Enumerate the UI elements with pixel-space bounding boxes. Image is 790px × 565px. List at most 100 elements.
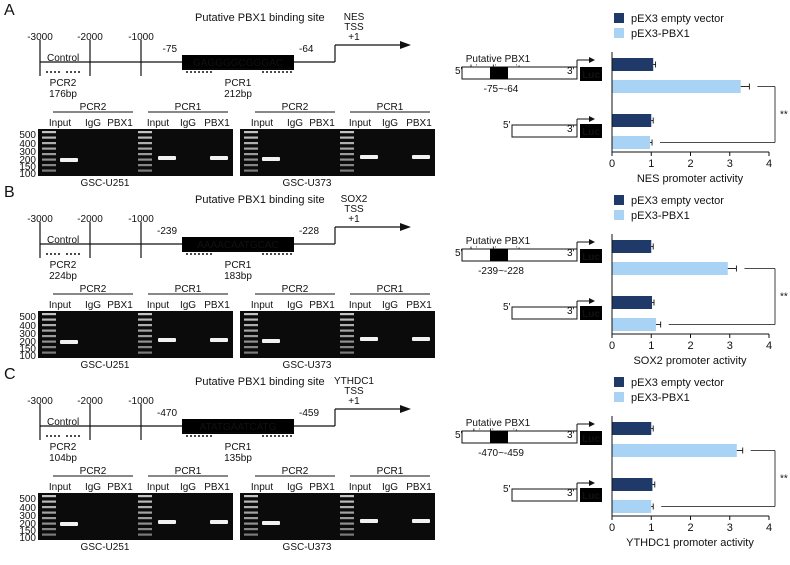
gel-lane-label: Input bbox=[147, 118, 169, 129]
ladder-band bbox=[42, 136, 56, 139]
ladder-size-label: 500 bbox=[19, 130, 36, 141]
gel-lane-label: Input bbox=[147, 300, 169, 311]
x-tick-label: 3 bbox=[727, 522, 733, 534]
x-tick-label: 2 bbox=[687, 522, 693, 534]
ladder-size-label: 400 bbox=[19, 503, 36, 514]
ladder-size-label: 200 bbox=[19, 155, 36, 166]
ladder-band bbox=[244, 511, 258, 514]
gel-lane-label: IgG bbox=[382, 300, 398, 311]
ladder-band bbox=[42, 511, 56, 514]
ladder-band bbox=[42, 313, 56, 316]
x-tick-label: 3 bbox=[727, 340, 733, 352]
five-prime-label: 5' bbox=[455, 66, 463, 77]
ladder-band bbox=[42, 346, 56, 349]
gel-lane-label: PBX1 bbox=[406, 118, 432, 129]
ladder-band bbox=[340, 511, 354, 514]
pbx1-band bbox=[210, 156, 228, 160]
site-start-label: -470 bbox=[157, 408, 177, 419]
gel-lane-label: IgG bbox=[287, 300, 303, 311]
gel-lane-label: PBX1 bbox=[204, 118, 230, 129]
ladder-band bbox=[340, 324, 354, 327]
luc-label: Luc bbox=[582, 491, 600, 502]
pcr2-name: PCR2 bbox=[50, 78, 77, 89]
legend-swatch bbox=[614, 377, 624, 387]
gel-lane-label: Input bbox=[49, 118, 71, 129]
ladder-band bbox=[42, 329, 56, 332]
ladder-band bbox=[340, 329, 354, 332]
ladder-band bbox=[138, 506, 152, 509]
construct-range-label: -470~-459 bbox=[478, 448, 524, 459]
gel-pcr-header: PCR1 bbox=[175, 102, 202, 113]
ladder-size-label: 100 bbox=[19, 351, 36, 362]
ladder-size-label: 200 bbox=[19, 337, 36, 348]
construct-box-with-site bbox=[461, 430, 578, 444]
construct-range-label: -75~-64 bbox=[484, 84, 519, 95]
gene-name: YTHDC1 bbox=[334, 376, 374, 387]
control-label: Control bbox=[47, 417, 79, 428]
binding-site-title: Putative PBX1 binding site bbox=[195, 194, 325, 206]
gel-lane-label: PBX1 bbox=[309, 482, 335, 493]
gel-lane-label: PBX1 bbox=[309, 118, 335, 129]
luc-label: Luc bbox=[582, 70, 600, 81]
x-tick-label: 1 bbox=[648, 158, 654, 170]
x-axis-label: YTHDC1 promoter activity bbox=[626, 537, 754, 549]
gel-lane-label: IgG bbox=[287, 118, 303, 129]
ladder-band bbox=[138, 318, 152, 321]
legend-label: pEX3-PBX1 bbox=[631, 28, 690, 40]
ladder-band bbox=[244, 522, 258, 525]
gel-lane-label: Input bbox=[49, 300, 71, 311]
input-band bbox=[158, 338, 176, 342]
luc-reporter-icon bbox=[580, 306, 602, 320]
cell-line-label: GSC-U373 bbox=[283, 542, 332, 553]
input-band bbox=[360, 155, 378, 159]
ladder-band bbox=[340, 158, 354, 161]
gel-pcr-header: PCR2 bbox=[282, 466, 309, 477]
ladder-band bbox=[244, 147, 258, 150]
ladder-size-label: 300 bbox=[19, 329, 36, 340]
luc-label: Luc bbox=[582, 434, 600, 445]
construct-site-mark bbox=[490, 249, 508, 261]
three-prime-label: 3' bbox=[567, 488, 575, 499]
gel-lane-label: IgG bbox=[85, 118, 101, 129]
input-band bbox=[262, 339, 280, 343]
gel-pcr-header: PCR2 bbox=[282, 284, 309, 295]
plus-one-label: +1 bbox=[348, 396, 360, 407]
ladder-band bbox=[138, 153, 152, 156]
construct-range-label: -239~-228 bbox=[478, 266, 524, 277]
bar bbox=[612, 296, 653, 309]
x-axis-label: NES promoter activity bbox=[637, 173, 744, 185]
ladder-band bbox=[244, 318, 258, 321]
ladder-size-label: 500 bbox=[19, 494, 36, 505]
gel-image bbox=[38, 129, 233, 176]
ladder-band bbox=[138, 158, 152, 161]
ladder-band bbox=[42, 169, 56, 172]
construct-box-with-site bbox=[461, 66, 578, 80]
pbx1-band bbox=[210, 338, 228, 342]
ladder-band bbox=[138, 147, 152, 150]
gel-pcr-header: PCR1 bbox=[175, 466, 202, 477]
pcr2-name: PCR2 bbox=[50, 442, 77, 453]
five-prime-label: 5' bbox=[503, 302, 511, 313]
ladder-size-label: 500 bbox=[19, 312, 36, 323]
ladder-size-label: 100 bbox=[19, 169, 36, 180]
pcr2-size: 176bp bbox=[49, 89, 77, 100]
plus-one-label: +1 bbox=[348, 32, 360, 43]
cell-line-label: GSC-U251 bbox=[81, 178, 130, 189]
ladder-band bbox=[138, 164, 152, 167]
ladder-band bbox=[138, 313, 152, 316]
x-tick-label: 4 bbox=[766, 158, 772, 170]
ladder-band bbox=[42, 506, 56, 509]
construct-tss-arrow-icon bbox=[589, 239, 595, 245]
input-band bbox=[158, 520, 176, 524]
pcr2-name: PCR2 bbox=[50, 260, 77, 271]
three-prime-label: 3' bbox=[567, 306, 575, 317]
ladder-band bbox=[42, 131, 56, 134]
ladder-band bbox=[244, 142, 258, 145]
gel-lane-label: IgG bbox=[180, 118, 196, 129]
gel-pcr-header: PCR1 bbox=[377, 102, 404, 113]
position-label: -3000 bbox=[27, 32, 53, 43]
legend-label: pEX3 empty vector bbox=[631, 377, 724, 389]
construct-site-mark bbox=[490, 431, 508, 443]
input-band bbox=[262, 521, 280, 525]
ladder-band bbox=[244, 517, 258, 520]
